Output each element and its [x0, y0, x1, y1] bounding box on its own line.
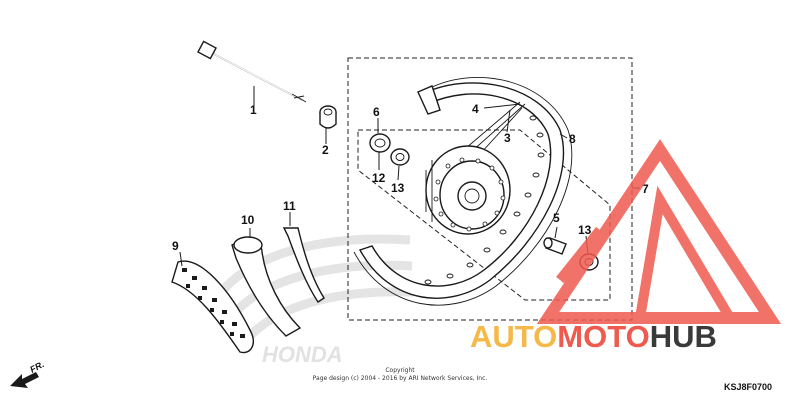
- callout-1: 1: [250, 103, 257, 117]
- drawing-code: KSJ8F0700: [724, 382, 772, 392]
- callout-7: 7: [642, 182, 649, 196]
- callout-6: 6: [373, 105, 380, 119]
- copyright-title: Copyright: [385, 367, 415, 374]
- callout-3: 3: [504, 131, 511, 145]
- direction-label: FR.: [28, 359, 45, 375]
- watermark-moto: MOTO: [557, 319, 649, 354]
- callout-11: 11: [283, 199, 296, 213]
- collar: [319, 105, 337, 129]
- callout-13-left: 13: [391, 181, 405, 195]
- watermark-word: AUTOMOTOHUB: [470, 319, 717, 354]
- inner-tube: [231, 236, 302, 337]
- callout-10: 10: [241, 213, 255, 227]
- watermark-hub: HUB: [650, 319, 717, 354]
- distance-collar: [543, 237, 567, 255]
- direction-arrow-icon: [10, 372, 39, 388]
- callout-labels: 1 2 3 4 5 6 7 8 9 10 11 12 13 13: [172, 102, 649, 253]
- dust-seal: [369, 133, 391, 153]
- callout-4: 4: [472, 102, 479, 116]
- callout-8: 8: [569, 132, 576, 146]
- callout-9: 9: [172, 239, 179, 253]
- automotohub-logo-icon: [536, 139, 782, 324]
- callout-5: 5: [553, 211, 560, 225]
- tire: [171, 260, 254, 354]
- axle: [197, 40, 307, 103]
- callout-2: 2: [322, 143, 329, 157]
- rim-band: [282, 227, 325, 303]
- honda-logo-text: HONDA: [262, 342, 343, 367]
- rim: [353, 76, 573, 306]
- wheel-hub: [425, 145, 511, 235]
- callout-13-right: 13: [578, 223, 592, 237]
- watermark-auto: AUTO: [470, 319, 557, 354]
- bearing-left: [390, 148, 410, 166]
- callout-12: 12: [372, 171, 386, 185]
- hub-outline: [357, 129, 611, 301]
- copyright-text: Page design (c) 2004 - 2016 by ARI Netwo…: [313, 375, 488, 382]
